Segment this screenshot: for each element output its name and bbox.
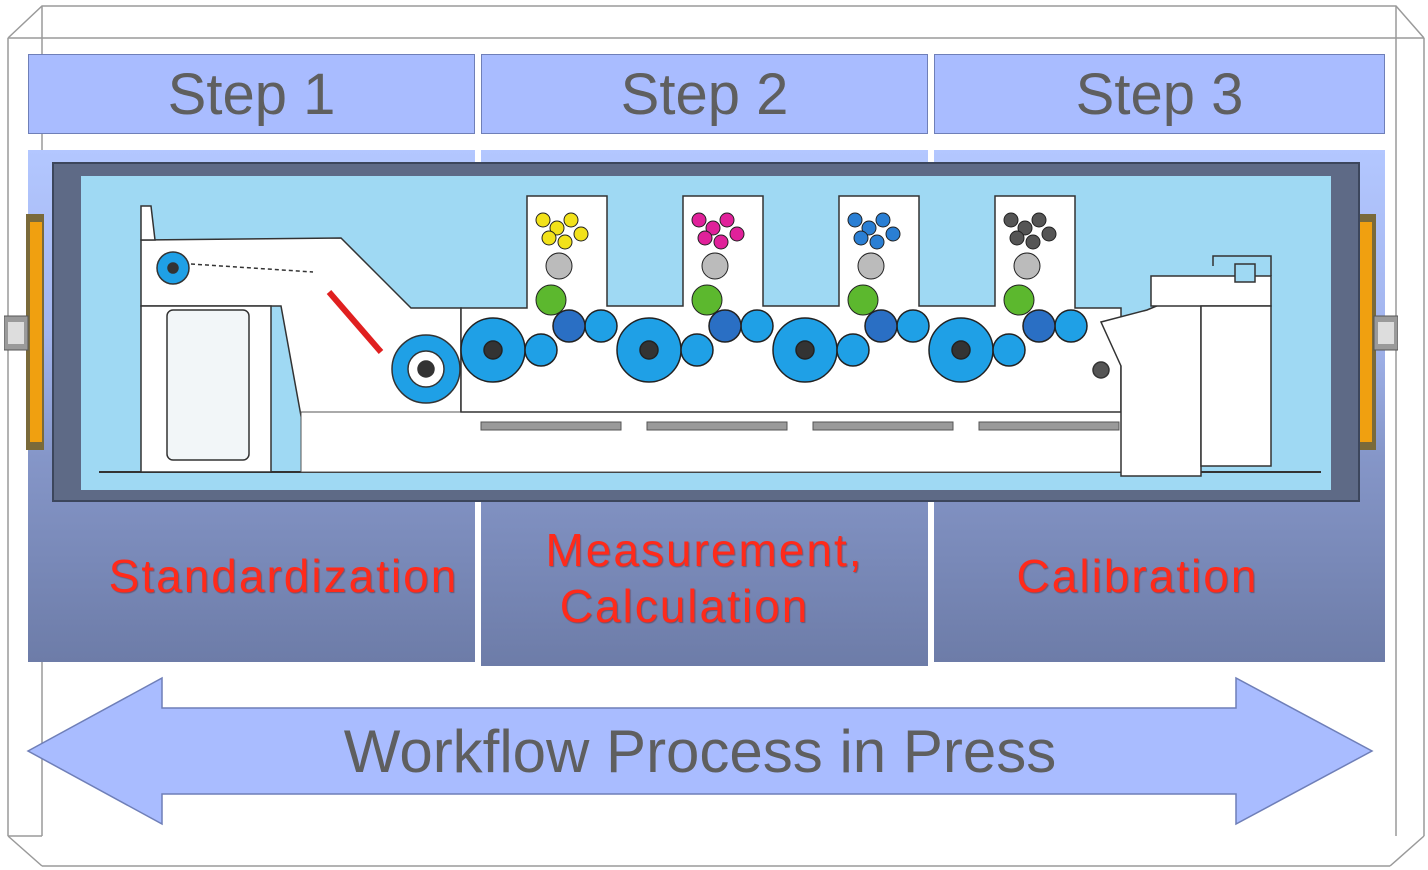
workflow-label: Workflow Process in Press [343,718,1057,785]
step-2-header: Step 2 [481,54,928,134]
right-roller-cap-icon [1358,214,1398,450]
step-2-label: Measurement, Calculation [481,522,928,634]
step-3-label: Calibration [934,548,1385,604]
ink-rollers [535,212,1057,316]
step-1-header: Step 1 [28,54,475,134]
left-roller-cap-icon [4,214,44,450]
delivery-unit-icon [1092,255,1272,477]
step-1-label-line: Standardization [108,550,459,602]
step-2-label-line-1: Measurement, [545,524,864,576]
step-2-label-line-2: Calculation [559,580,810,632]
sheet-feeder-icon [140,205,462,473]
printing-press-illustration [99,195,1321,477]
step-3-header: Step 3 [934,54,1385,134]
step-1-label: Standardization [28,548,475,604]
step-3-label-line: Calibration [1016,550,1259,602]
impression-cylinders [460,309,1088,383]
double-arrow-icon [26,676,1374,826]
